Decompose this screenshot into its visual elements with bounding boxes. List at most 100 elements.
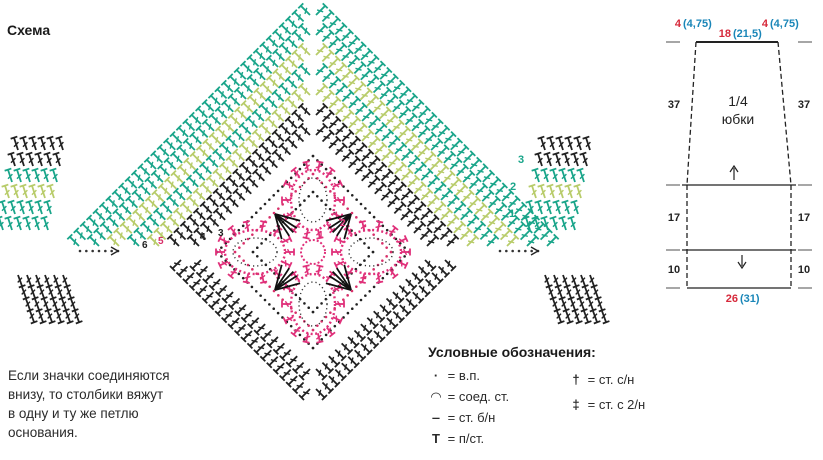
stitch-mark <box>199 181 213 195</box>
stitch-mark <box>0 199 7 215</box>
stitch-mark <box>381 128 395 142</box>
legend-item-chain: · = в.п. <box>428 368 480 383</box>
stitch-mark <box>326 326 336 338</box>
stitch-mark <box>212 207 226 221</box>
stitch-mark <box>531 167 540 183</box>
stitch-mark <box>420 167 434 181</box>
stitch-mark <box>176 144 190 158</box>
stitch-mark <box>282 179 294 189</box>
stitch-mark <box>133 227 147 241</box>
stitch-mark <box>405 298 418 311</box>
chain-dot <box>78 249 82 253</box>
chain-dot <box>294 293 298 297</box>
stitch-mark <box>138 201 152 215</box>
stitch-mark <box>328 15 342 29</box>
stitch-mark <box>593 286 602 301</box>
stitch-mark <box>500 208 514 222</box>
stitch-mark <box>221 310 234 324</box>
stitch-mark <box>265 34 279 48</box>
stitch-mark <box>334 61 348 75</box>
stitch-mark <box>361 148 375 162</box>
chain-dot <box>268 285 271 288</box>
stitch-mark <box>561 199 570 215</box>
stitch-mark <box>570 199 579 215</box>
note-text: Если значки соединяются внизу, то столби… <box>8 366 223 442</box>
stitch-mark <box>272 362 285 375</box>
stitch-mark <box>163 176 177 190</box>
chain-dot <box>272 289 276 293</box>
stitch-mark <box>233 66 247 80</box>
stitch-mark <box>259 220 268 231</box>
stitch-mark <box>281 196 291 204</box>
stitch-mark <box>175 124 189 138</box>
chain-dot <box>342 298 345 301</box>
stitch-mark <box>333 235 345 244</box>
left-length-37: 37 <box>668 99 680 111</box>
stitch-mark <box>144 176 158 190</box>
stitch-mark <box>31 167 40 183</box>
stitch-mark <box>367 174 381 188</box>
stitch-mark <box>400 148 414 162</box>
chain-dot <box>324 315 328 319</box>
stitch-mark <box>552 199 561 215</box>
stitch-mark <box>325 166 336 178</box>
note-line: основания. <box>8 425 78 440</box>
stitch-mark <box>407 194 421 208</box>
stitch-mark <box>437 265 451 279</box>
stitch-mark <box>597 298 606 313</box>
stitch-mark <box>417 265 431 279</box>
stitch-mark <box>487 195 501 209</box>
stitch-mark <box>360 343 373 356</box>
chain-dot <box>307 194 311 198</box>
stitch-mark <box>195 144 209 158</box>
stitch-mark <box>291 69 305 83</box>
stitch-mark <box>552 298 561 313</box>
stitch-mark <box>259 273 268 284</box>
stitch-mark <box>34 298 43 313</box>
stitch-mark <box>291 109 305 123</box>
stitch-mark <box>291 361 305 375</box>
stitch-mark <box>367 155 381 169</box>
chain-dot <box>294 207 298 211</box>
stitch-mark <box>264 95 278 109</box>
stitch-mark <box>335 102 348 116</box>
stitch-mark <box>70 298 79 313</box>
stitch-mark <box>341 108 355 122</box>
stitch-mark <box>321 49 335 63</box>
chain-dot <box>333 194 336 197</box>
right-length-10: 10 <box>798 264 810 276</box>
stitch-mark <box>366 54 380 67</box>
schematic-label-line1: 1/4 <box>728 93 748 109</box>
stitch-mark <box>271 89 285 102</box>
stitch-mark <box>411 272 424 285</box>
stitch-mark <box>28 183 37 199</box>
stitch-mark <box>259 329 273 343</box>
stitch-mark <box>92 208 106 221</box>
stitch-mark <box>188 131 202 145</box>
stitch-mark <box>217 260 229 269</box>
chain-dot <box>368 211 372 215</box>
stitch-mark <box>195 124 209 138</box>
stitch-mark <box>449 176 463 190</box>
chain-dot <box>281 203 284 206</box>
stitch-mark <box>170 170 184 183</box>
stitch-mark <box>380 187 394 201</box>
stitch-mark <box>433 220 447 234</box>
stitch-mark <box>534 151 543 167</box>
stitch-mark <box>258 102 272 116</box>
chain-dot <box>302 337 306 341</box>
stitch-mark <box>13 167 22 183</box>
stitch-mark <box>493 220 507 234</box>
stitch-mark <box>564 135 573 151</box>
stitch-mark <box>574 310 583 325</box>
stitch-mark <box>271 108 285 122</box>
stitch-mark <box>507 214 521 228</box>
arrow-right-icon <box>530 246 540 256</box>
chain-dot <box>364 207 367 210</box>
stitch-mark <box>285 355 298 368</box>
stitch-mark <box>239 60 253 74</box>
chain-dot <box>241 276 245 280</box>
stitch-mark <box>347 34 361 48</box>
stitch-mark <box>182 118 196 132</box>
stitch-mark <box>144 195 158 209</box>
